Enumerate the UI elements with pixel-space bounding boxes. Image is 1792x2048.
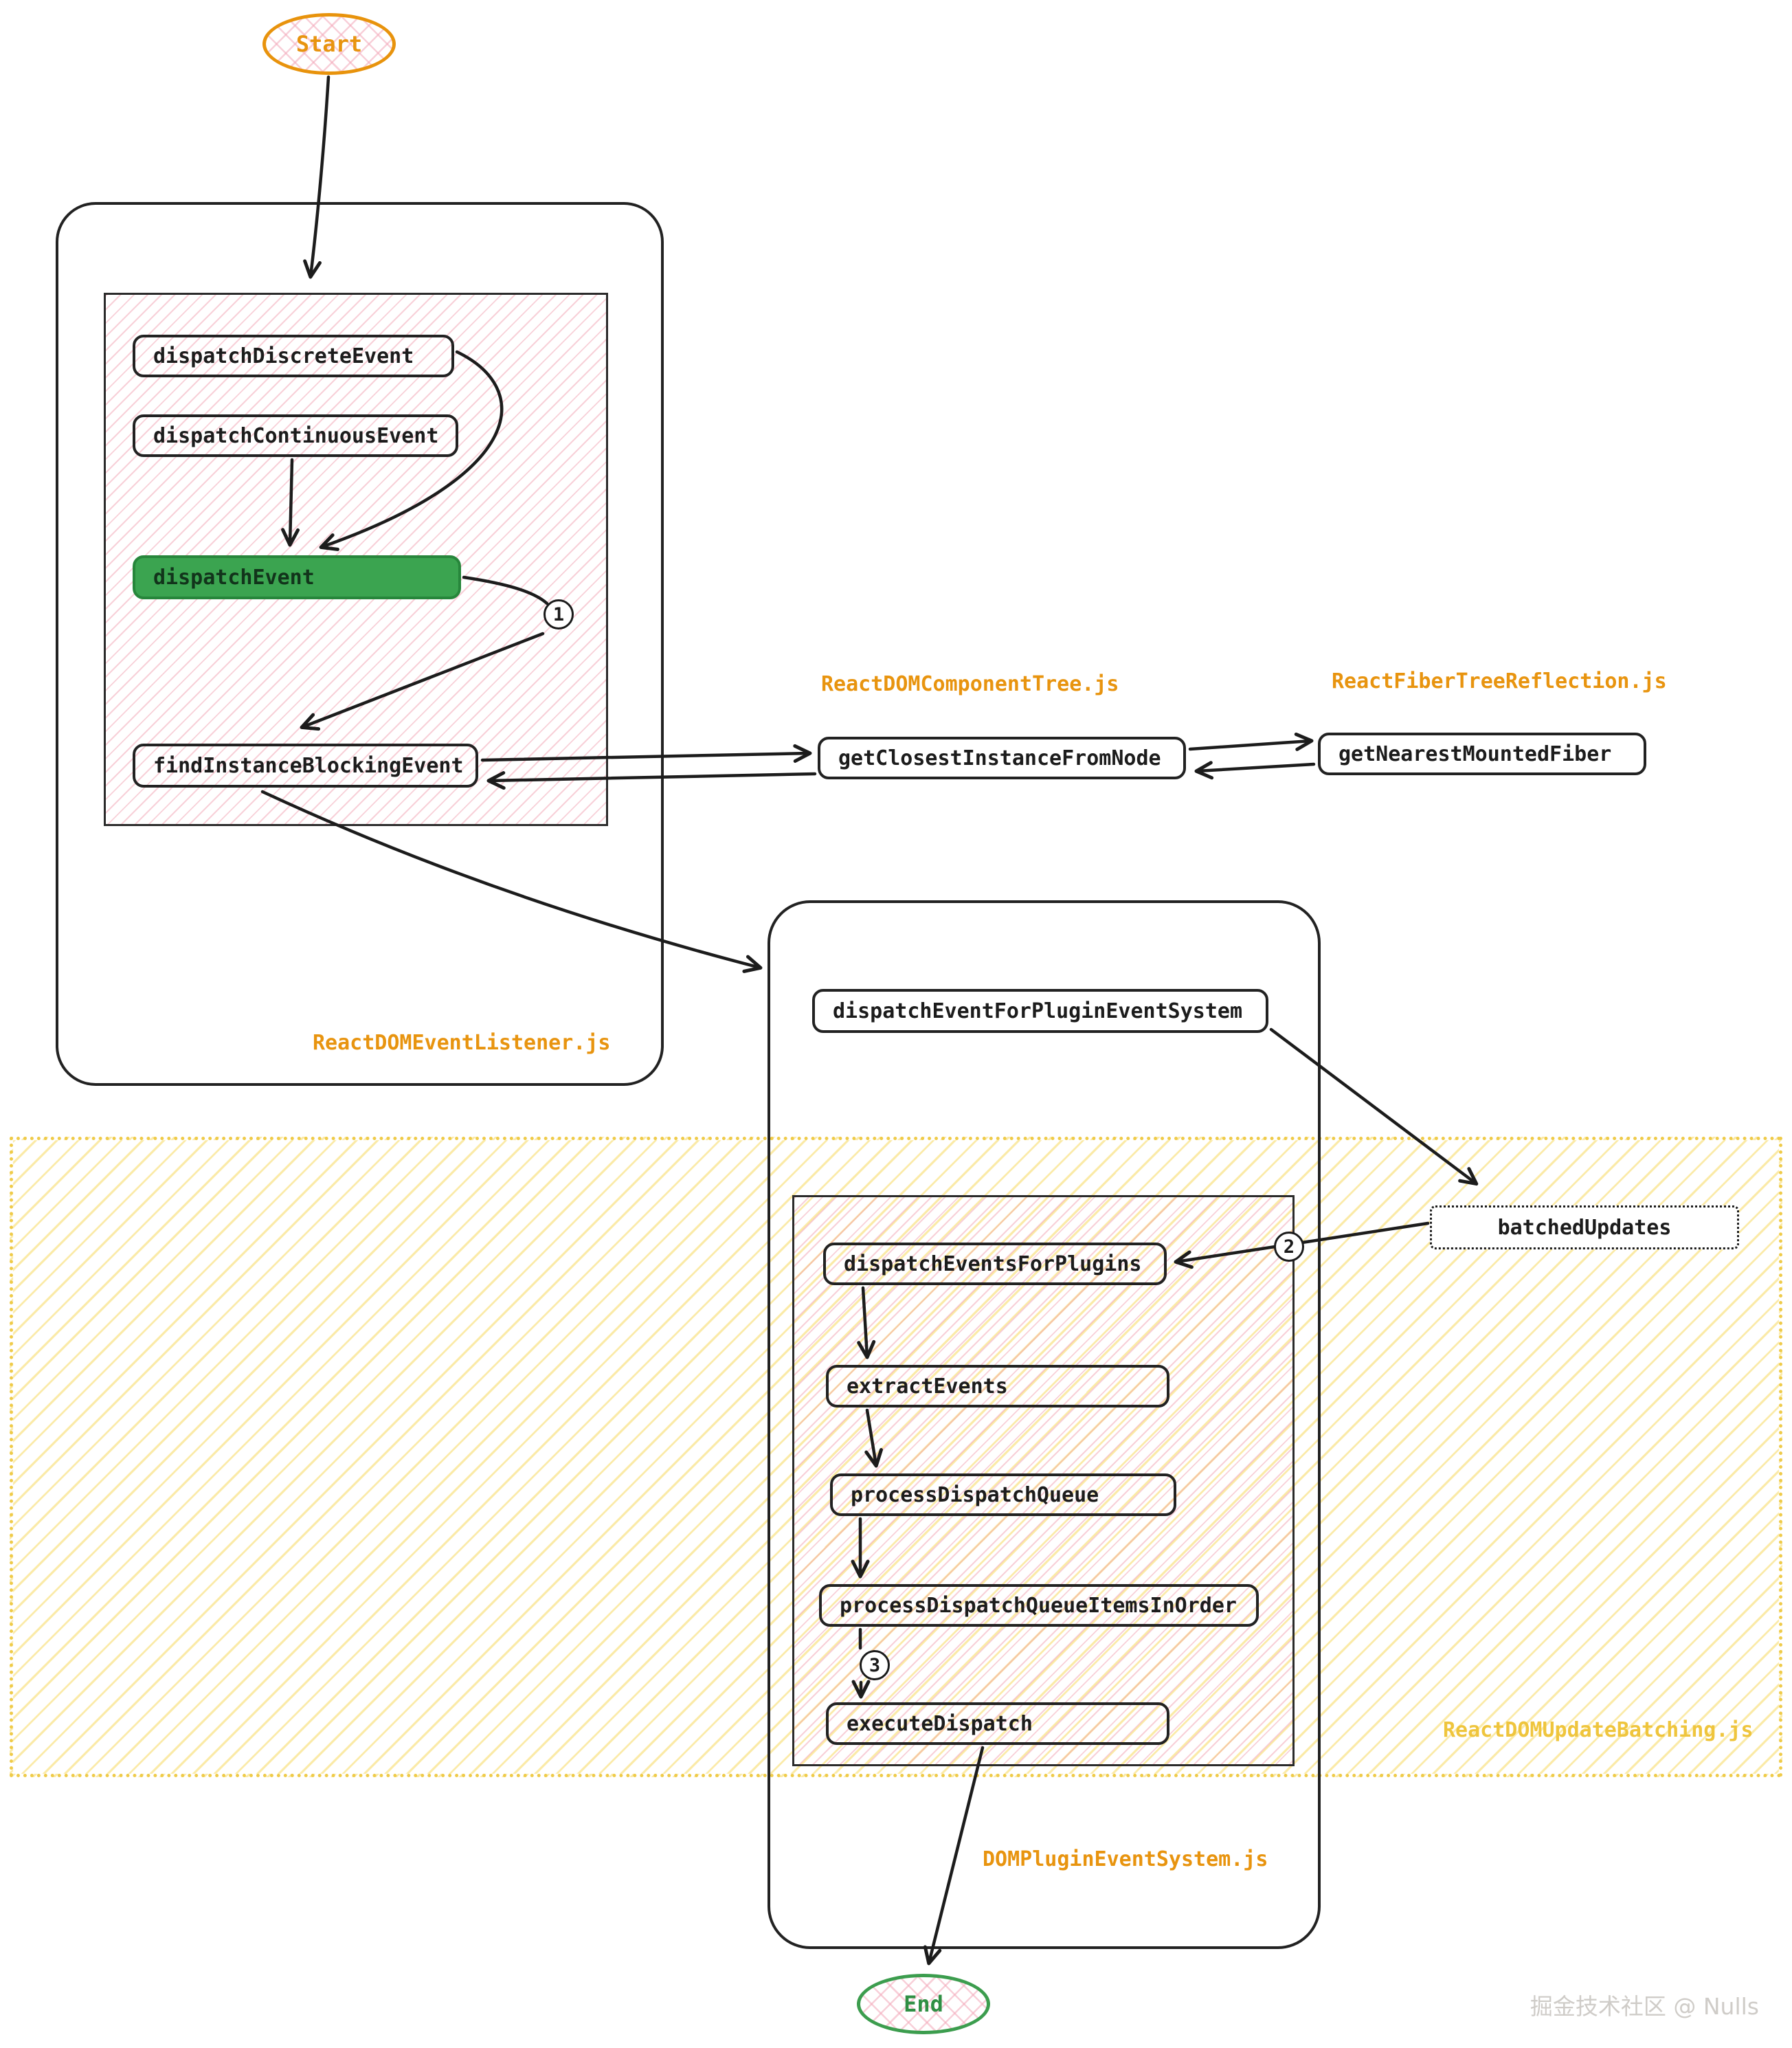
react-dom-event-listener-container <box>56 202 664 1086</box>
node-batched-updates: batchedUpdates <box>1430 1205 1739 1249</box>
start-terminal: Start <box>262 13 396 75</box>
step-3-badge: 3 <box>860 1650 890 1680</box>
start-label: Start <box>295 31 363 57</box>
node-get-nearest-mounted-fiber: getNearestMountedFiber <box>1318 733 1646 775</box>
dom-plugin-event-system-label: DOMPluginEventSystem.js <box>983 1847 1268 1871</box>
node-process-dispatch-queue-items-in-order: processDispatchQueueItemsInOrder <box>819 1584 1259 1627</box>
arrow-get-closest-to-get-nearest <box>1188 732 1314 751</box>
watermark: 掘金技术社区 @ Nulls <box>1530 1993 1759 2020</box>
node-dispatch-continuous-event: dispatchContinuousEvent <box>133 414 458 457</box>
react-dom-component-tree-label: ReactDOMComponentTree.js <box>821 672 1119 696</box>
react-fiber-tree-reflection-label: ReactFiberTreeReflection.js <box>1332 669 1667 693</box>
node-get-closest-instance-from-node: getClosestInstanceFromNode <box>818 737 1186 779</box>
dom-plugin-event-system-container <box>768 900 1321 1949</box>
node-dispatch-discrete-event: dispatchDiscreteEvent <box>133 335 454 377</box>
react-dom-update-batching-label: ReactDOMUpdateBatching.js <box>1443 1718 1754 1742</box>
node-process-dispatch-queue: processDispatchQueue <box>830 1473 1176 1516</box>
end-terminal: End <box>857 1974 990 2034</box>
step-1-badge: 1 <box>544 599 574 630</box>
node-extract-events: extractEvents <box>826 1365 1169 1407</box>
node-dispatch-event-for-plugin-event-system: dispatchEventForPluginEventSystem <box>812 989 1268 1033</box>
node-find-instance-blocking-event: findInstanceBlockingEvent <box>133 744 478 788</box>
arrow-get-nearest-to-get-closest <box>1194 761 1316 780</box>
node-execute-dispatch: executeDispatch <box>826 1702 1169 1745</box>
node-dispatch-event: dispatchEvent <box>133 555 461 599</box>
react-dom-event-listener-label: ReactDOMEventListener.js <box>313 1031 611 1055</box>
end-label: End <box>904 1991 943 2017</box>
node-dispatch-events-for-plugins: dispatchEventsForPlugins <box>823 1243 1167 1285</box>
step-2-badge: 2 <box>1274 1232 1304 1262</box>
